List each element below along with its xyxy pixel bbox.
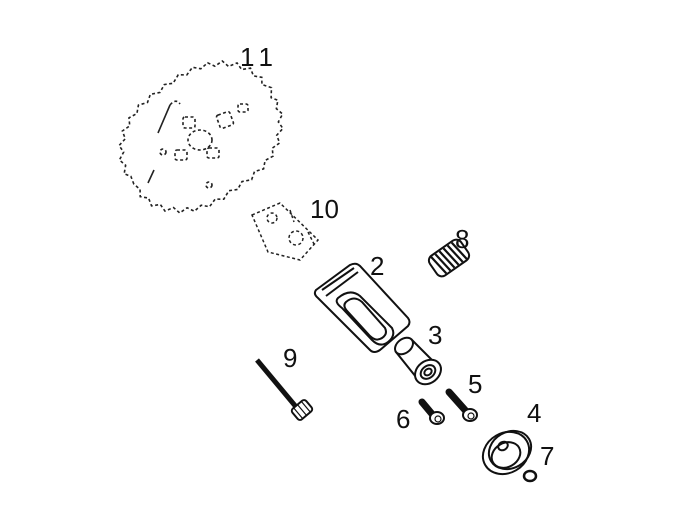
part-label-5: 5 [468,369,483,399]
part-label-4: 4 [527,398,542,428]
part-label-9: 9 [283,343,298,373]
part-label-11: 11 [240,42,279,72]
part-label-2: 2 [370,251,385,281]
part-label-6: 6 [396,404,411,434]
pump-housing-icon [313,262,411,353]
bushing-icon [394,336,442,386]
part-label-10: 10 [310,194,339,224]
cover-cap-icon [481,429,533,476]
part-label-7: 7 [540,441,555,471]
part-label-3: 3 [428,320,443,350]
socket-screw-short-icon [418,398,445,425]
socket-screw-icon [445,388,478,422]
rotor-block-icon [251,202,320,261]
sprocket-gear-icon [118,60,284,214]
o-ring-icon [522,469,538,483]
spring-icon [427,238,471,278]
long-bolt-icon [255,358,314,421]
part-label-8: 8 [455,224,470,254]
